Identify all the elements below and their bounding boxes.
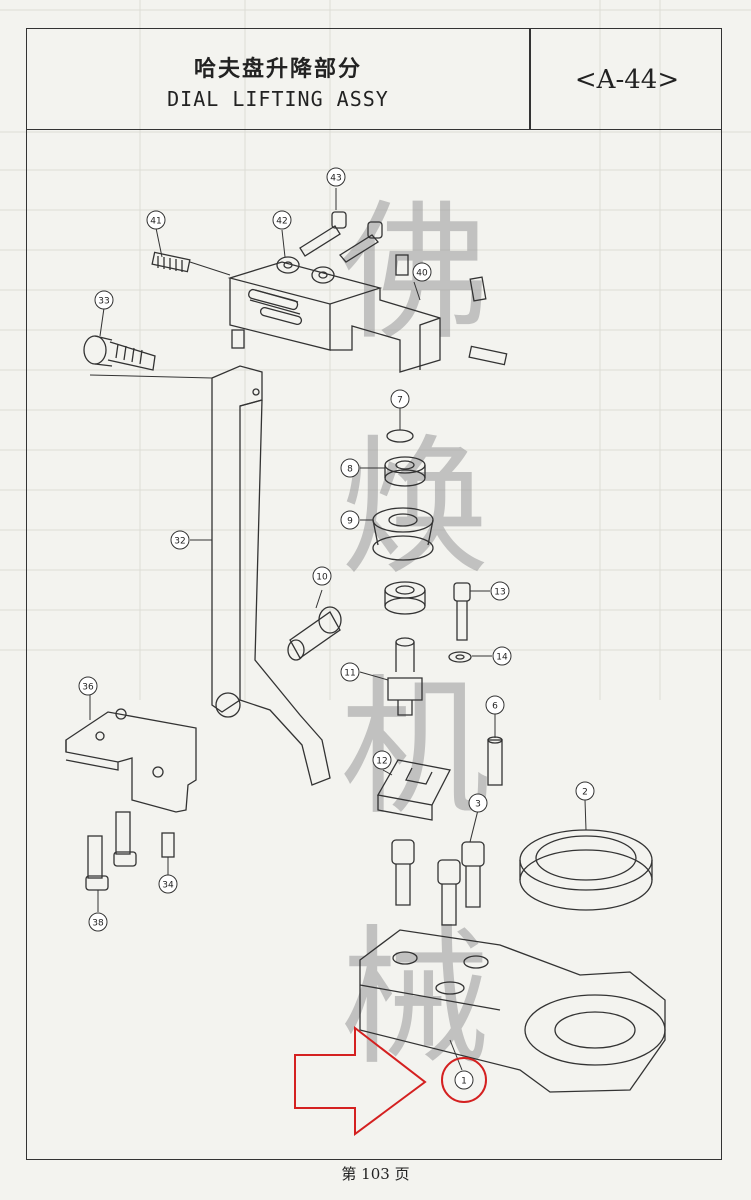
highlight-annotation xyxy=(294,1025,487,1136)
part-34-screw xyxy=(161,832,175,858)
svg-text:11: 11 xyxy=(344,669,355,679)
callout-34: 34 xyxy=(158,874,178,894)
svg-text:12: 12 xyxy=(376,757,387,767)
callout-11: 11 xyxy=(340,662,360,682)
part-38-screws xyxy=(85,811,137,891)
callout-33: 33 xyxy=(94,290,114,310)
svg-text:10: 10 xyxy=(316,573,328,583)
part-40-screws xyxy=(468,276,508,366)
part-14-washer xyxy=(448,651,472,663)
svg-text:42: 42 xyxy=(276,217,287,227)
callout-7: 7 xyxy=(390,389,410,409)
svg-text:41: 41 xyxy=(150,217,161,227)
svg-text:40: 40 xyxy=(416,269,428,279)
callout-38: 38 xyxy=(88,912,108,932)
section-code: <A-44> xyxy=(574,65,680,95)
header-divider xyxy=(529,29,531,129)
part-33-screw xyxy=(83,335,156,371)
watermark-char-3: 机 xyxy=(340,662,490,836)
part-36-bracket xyxy=(65,708,197,813)
leader-lines xyxy=(89,188,587,1071)
part-8-bearing xyxy=(384,456,426,487)
highlight-arrow xyxy=(294,1025,427,1136)
svg-text:7: 7 xyxy=(397,396,403,406)
svg-text:38: 38 xyxy=(92,919,104,929)
part-12-block xyxy=(376,759,451,821)
part-42-washers xyxy=(276,256,335,284)
svg-text:34: 34 xyxy=(162,881,174,891)
svg-text:2: 2 xyxy=(582,788,588,798)
svg-text:36: 36 xyxy=(82,683,94,693)
svg-text:14: 14 xyxy=(496,653,508,663)
page-frame: 哈夫盘升降部分 DIAL LIFTING ASSY <A-44> xyxy=(26,28,722,1160)
svg-text:1: 1 xyxy=(461,1077,467,1087)
svg-text:13: 13 xyxy=(494,588,505,598)
callouts: 43 42 41 40 33 7 8 9 32 10 13 14 11 36 6… xyxy=(78,167,595,1090)
svg-text:32: 32 xyxy=(174,537,185,547)
callout-14: 14 xyxy=(492,646,512,666)
highlight-circle xyxy=(441,1057,487,1103)
part-41-setscrew xyxy=(151,251,191,273)
part-3-screws xyxy=(391,839,485,926)
svg-text:6: 6 xyxy=(492,702,498,712)
callout-43: 43 xyxy=(326,167,346,187)
svg-text:43: 43 xyxy=(330,174,341,184)
part-40-bracket xyxy=(227,261,441,373)
small-setscrew xyxy=(231,329,245,349)
callout-10: 10 xyxy=(312,566,332,586)
callout-42: 42 xyxy=(272,210,292,230)
part-6-pin xyxy=(487,736,503,786)
title-english: DIAL LIFTING ASSY xyxy=(167,87,389,111)
callout-9: 9 xyxy=(340,510,360,530)
callout-3: 3 xyxy=(468,793,488,813)
svg-text:33: 33 xyxy=(98,297,109,307)
part-43-screws xyxy=(299,211,409,276)
callout-41: 41 xyxy=(146,210,166,230)
callout-2: 2 xyxy=(575,781,595,801)
callout-12: 12 xyxy=(372,750,392,770)
svg-text:8: 8 xyxy=(347,465,353,475)
svg-text:3: 3 xyxy=(475,800,481,810)
part-11-shaft xyxy=(387,637,423,716)
callout-1: 1 xyxy=(454,1070,474,1090)
page-number: 第 103 页 xyxy=(341,1165,410,1183)
svg-text:9: 9 xyxy=(347,517,353,527)
part-10-pin xyxy=(287,606,342,661)
title-chinese: 哈夫盘升降部分 xyxy=(193,56,362,82)
watermark-char-4: 械 xyxy=(340,912,490,1086)
callout-32: 32 xyxy=(170,530,190,550)
callout-13: 13 xyxy=(490,581,510,601)
part-2-ring xyxy=(519,829,653,911)
part-9-pulley xyxy=(372,507,434,561)
title-block: 哈夫盘升降部分 DIAL LIFTING ASSY <A-44> xyxy=(27,29,721,130)
part-13-screw xyxy=(453,582,471,641)
callout-36: 36 xyxy=(78,676,98,696)
part-1-base xyxy=(359,929,666,1093)
callout-8: 8 xyxy=(340,458,360,478)
part-32-lifting-arm xyxy=(211,365,331,786)
part-bearing-lower xyxy=(384,581,426,615)
callout-6: 6 xyxy=(485,695,505,715)
callout-40: 40 xyxy=(412,262,432,282)
